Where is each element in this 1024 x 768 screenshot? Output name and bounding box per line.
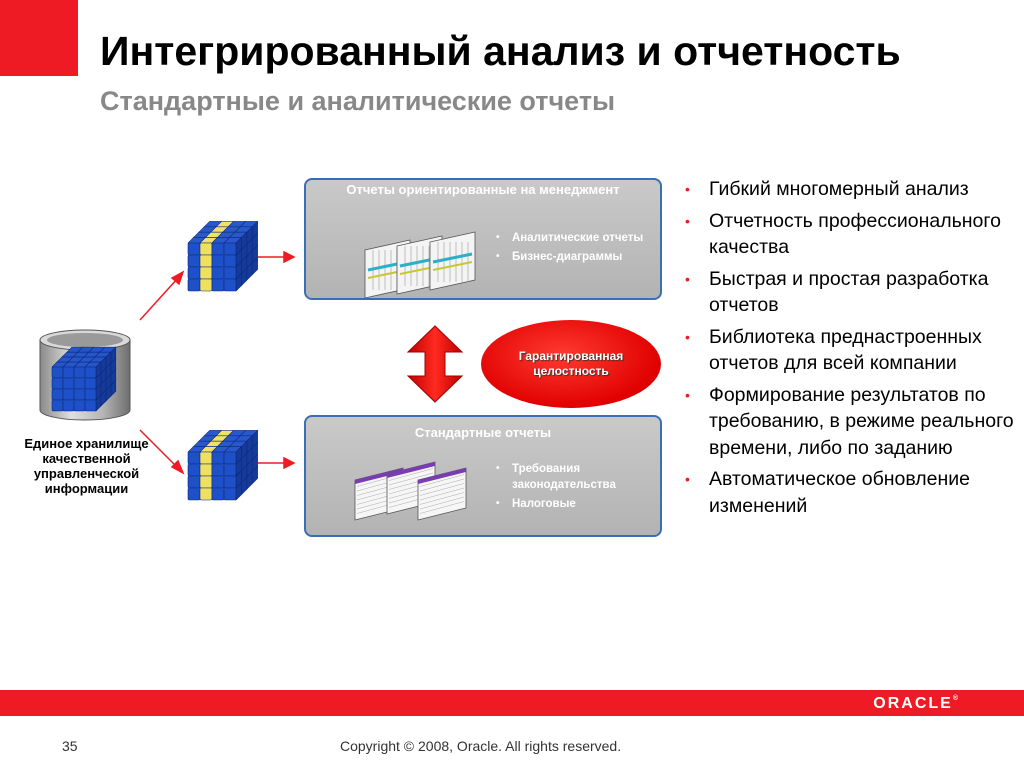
- list-item: Налоговые: [492, 496, 652, 512]
- integrity-ellipse: Гарантированная целостность: [481, 320, 661, 408]
- flow-arrows: [139, 250, 296, 475]
- list-item: Аналитические отчеты: [492, 230, 652, 246]
- list-item: Бизнес-диаграммы: [492, 249, 652, 265]
- footer-bar: ORACLE®: [0, 690, 1024, 716]
- olap-cube-icon: [187, 429, 259, 501]
- list-item: Формирование результатов по требованию, …: [680, 382, 1024, 462]
- list-item: Требования законодательства: [492, 461, 652, 493]
- diagram-graphics: [39, 220, 476, 521]
- management-reports-panel: Отчеты ориентированные на менеджмент Ана…: [304, 178, 662, 300]
- warehouse-label: Единое хранилище качественной управленче…: [24, 436, 149, 496]
- copyright-text: Copyright © 2008, Oracle. All rights res…: [340, 738, 622, 754]
- accent-square: [0, 0, 78, 76]
- management-reports-title: Отчеты ориентированные на менеджмент: [346, 182, 620, 197]
- report-table-icon: [354, 461, 467, 521]
- page-title: Интегрированный анализ и отчетность: [100, 28, 901, 74]
- page-subtitle: Стандартные и аналитические отчеты: [100, 86, 616, 116]
- oracle-logo-text: ORACLE: [873, 695, 953, 712]
- standard-reports-list: Требования законодательства Налоговые: [492, 461, 652, 515]
- feature-list: Гибкий многомерный анализ Отчетность про…: [680, 176, 1024, 524]
- report-chart-icon: [364, 231, 476, 299]
- list-item: Отчетность профессионального качества: [680, 208, 1024, 261]
- list-item: Гибкий многомерный анализ: [680, 176, 1024, 203]
- standard-reports-panel: Стандартные отчеты Требования законодате…: [304, 415, 662, 537]
- oracle-logo: ORACLE®: [873, 695, 958, 712]
- integrity-label: Гарантированная целостность: [518, 349, 624, 378]
- olap-cube-icon: [187, 220, 259, 292]
- database-cylinder-icon: [39, 329, 131, 421]
- management-reports-list: Аналитические отчеты Бизнес-диаграммы: [492, 230, 652, 268]
- list-item: Автоматическое обновление изменений: [680, 466, 1024, 519]
- list-item: Библиотека преднастроенных отчетов для в…: [680, 324, 1024, 377]
- page-number: 35: [62, 738, 78, 754]
- double-arrow-icon: [406, 325, 464, 403]
- standard-reports-title: Стандартные отчеты: [414, 425, 552, 440]
- list-item: Быстрая и простая разработка отчетов: [680, 266, 1024, 319]
